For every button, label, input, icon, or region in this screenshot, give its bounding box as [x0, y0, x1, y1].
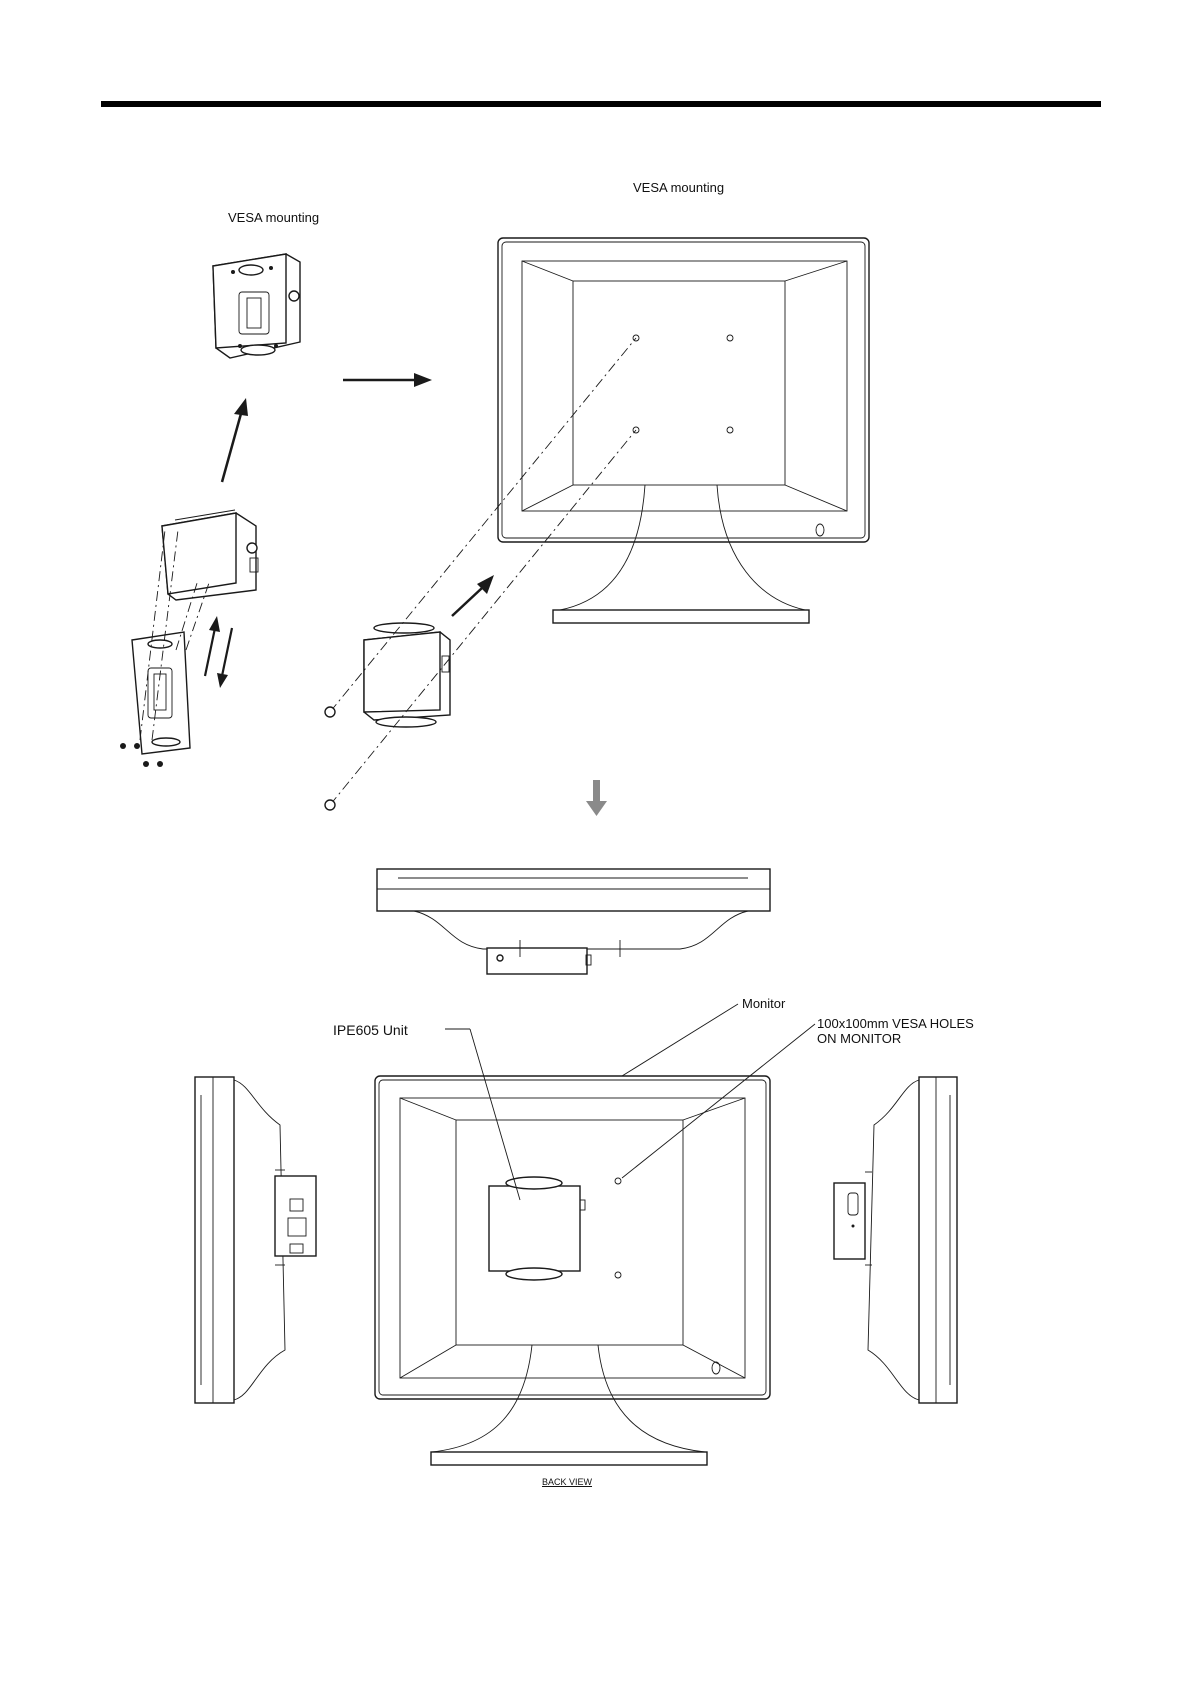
- arrow-right: [343, 373, 432, 387]
- unit-body-left: [162, 510, 258, 600]
- arrow-up-left: [222, 398, 248, 482]
- monitor-right-side-view: [834, 1077, 957, 1403]
- monitor-back-top: [498, 238, 869, 623]
- monitor-top-view: [377, 869, 770, 974]
- arrow-diagonal: [452, 575, 494, 616]
- down-arrow-gray: [586, 780, 607, 816]
- monitor-back-view: [375, 1004, 815, 1465]
- assembled-unit-top: [213, 254, 300, 358]
- monitor-left-side-view: [195, 1077, 316, 1403]
- double-arrow-bracket: [205, 616, 232, 688]
